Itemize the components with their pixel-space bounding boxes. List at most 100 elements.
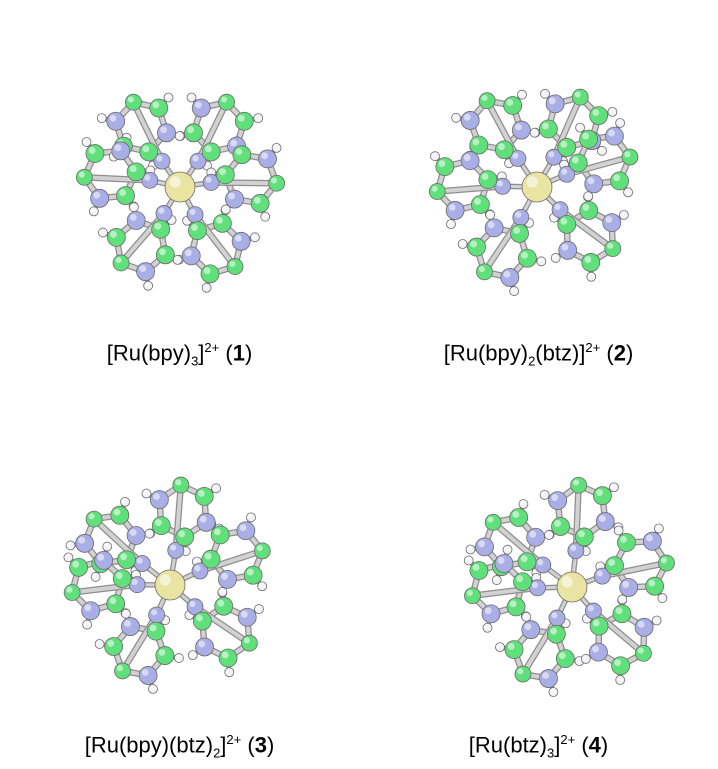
molecule-2: [428, 88, 639, 296]
nitrogen-atom: [237, 607, 257, 627]
carbon-atom: [557, 138, 577, 157]
nitrogen-atom: [133, 555, 151, 572]
nitrogen-atom-highlight: [478, 540, 486, 548]
hydrogen-atom: [174, 653, 184, 663]
nitrogen-atom-highlight: [84, 604, 92, 612]
carbon-atom-highlight: [271, 177, 278, 184]
hydrogen-atom-highlight: [174, 256, 178, 261]
carbon-atom: [579, 129, 598, 149]
nitrogen-atom-highlight: [512, 152, 519, 159]
hydrogen-atom-highlight: [222, 206, 227, 210]
hydrogen-atom: [120, 496, 130, 507]
carbon-atom-highlight: [229, 260, 236, 267]
nitrogen-atom-highlight: [205, 176, 212, 183]
carbon-atom-highlight: [592, 109, 600, 116]
nitrogen-atom-highlight: [531, 582, 538, 589]
carbon-atom-highlight: [574, 91, 581, 98]
carbon-atom: [478, 170, 498, 190]
carbon-atom-highlight: [110, 230, 117, 238]
hydrogen-atom-highlight: [511, 287, 515, 292]
carbon-atom: [504, 640, 524, 660]
hydrogen-atom: [491, 575, 502, 585]
carbon-atom: [658, 554, 675, 572]
carbon-atom-highlight: [520, 555, 528, 563]
nitrogen-atom-highlight: [124, 620, 131, 627]
carbon-atom: [155, 245, 175, 265]
carbon-atom-highlight: [607, 242, 614, 249]
hydrogen-atom: [495, 642, 505, 653]
nitrogen-atom: [218, 569, 237, 589]
carbon-atom-highlight: [149, 624, 157, 632]
hydrogen-atom-highlight: [533, 574, 537, 579]
caption-text: (: [600, 340, 614, 366]
hydrogen-atom-highlight: [183, 217, 188, 221]
nitrogen-atom-highlight: [622, 580, 630, 588]
nitrogen-atom-highlight: [561, 243, 569, 251]
nitrogen-atom: [126, 526, 146, 545]
nitrogen-atom-highlight: [646, 534, 653, 542]
hydrogen-atom-highlight: [165, 94, 169, 98]
carbon-atom: [570, 476, 588, 494]
caption-text: ]: [198, 340, 205, 366]
hydrogen-atom-highlight: [447, 220, 452, 225]
ruthenium-atom: [164, 171, 196, 203]
carbon-atom: [589, 106, 609, 125]
hydrogen-atom-highlight: [518, 91, 523, 95]
carbon-atom-highlight: [573, 479, 580, 486]
hydrogen-atom-highlight: [92, 573, 96, 578]
carbon-atom-highlight: [217, 599, 225, 607]
nitrogen-atom: [236, 521, 256, 541]
nitrogen-atom-highlight: [170, 544, 177, 551]
hydrogen-atom-highlight: [493, 576, 497, 581]
nitrogen-atom-highlight: [497, 557, 505, 564]
hydrogen-atom: [253, 113, 264, 124]
caption-charge: 2+: [226, 732, 242, 747]
carbon-atom-highlight: [624, 151, 631, 158]
hydrogen-atom: [187, 650, 198, 661]
caption-text: ]: [554, 732, 561, 758]
carbon-atom-highlight: [220, 96, 228, 103]
carbon-atom-highlight: [237, 114, 245, 122]
carbon-atom-highlight: [596, 489, 603, 497]
carbon-atom-highlight: [513, 226, 521, 234]
hydrogen-atom: [98, 227, 108, 238]
carbon-atom: [517, 552, 537, 572]
carbon-atom: [146, 621, 166, 641]
carbon-atom: [612, 604, 632, 624]
carbon-atom: [63, 584, 81, 601]
caption-charge: 2+: [204, 340, 220, 355]
nitrogen-atom: [584, 174, 604, 194]
nitrogen-atom-highlight: [158, 207, 165, 214]
carbon-atom-highlight: [152, 101, 160, 109]
nitrogen-atom: [136, 262, 155, 282]
carbon-atom: [621, 148, 639, 166]
carbon-atom-highlight: [571, 156, 579, 164]
caption-subscript: 2: [213, 745, 221, 761]
hydrogen-atom-highlight: [582, 655, 587, 660]
hydrogen-atom: [143, 280, 154, 291]
nitrogen-atom: [548, 609, 566, 627]
hydrogen-atom-highlight: [193, 558, 198, 562]
carbon-atom-highlight: [620, 536, 627, 543]
nitrogen-atom-highlight: [151, 609, 158, 616]
carbon-atom: [218, 93, 235, 111]
hydrogen-atom: [597, 145, 607, 156]
hydrogen-atom-highlight: [104, 543, 108, 547]
nitrogen-atom: [602, 213, 622, 233]
panel-complex-1: [Ru(bpy)3]2+ (1): [0, 0, 359, 384]
hydrogen-atom-highlight: [533, 569, 537, 573]
carbon-atom-highlight: [158, 649, 166, 656]
caption-text: ): [244, 340, 253, 366]
carbon-atom: [509, 508, 529, 527]
carbon-atom-highlight: [159, 248, 166, 256]
nitrogen-atom-highlight: [194, 565, 201, 572]
carbon-atom-highlight: [243, 637, 250, 644]
carbon-atom-highlight: [175, 479, 182, 486]
carbon-atom-highlight: [129, 165, 137, 173]
carbon-atom: [151, 516, 171, 536]
carbon-atom: [513, 572, 532, 592]
hydrogen-atom: [271, 142, 282, 153]
carbon-atom: [551, 517, 570, 536]
nitrogen-atom: [511, 120, 531, 140]
carbon-atom-highlight: [109, 597, 117, 605]
